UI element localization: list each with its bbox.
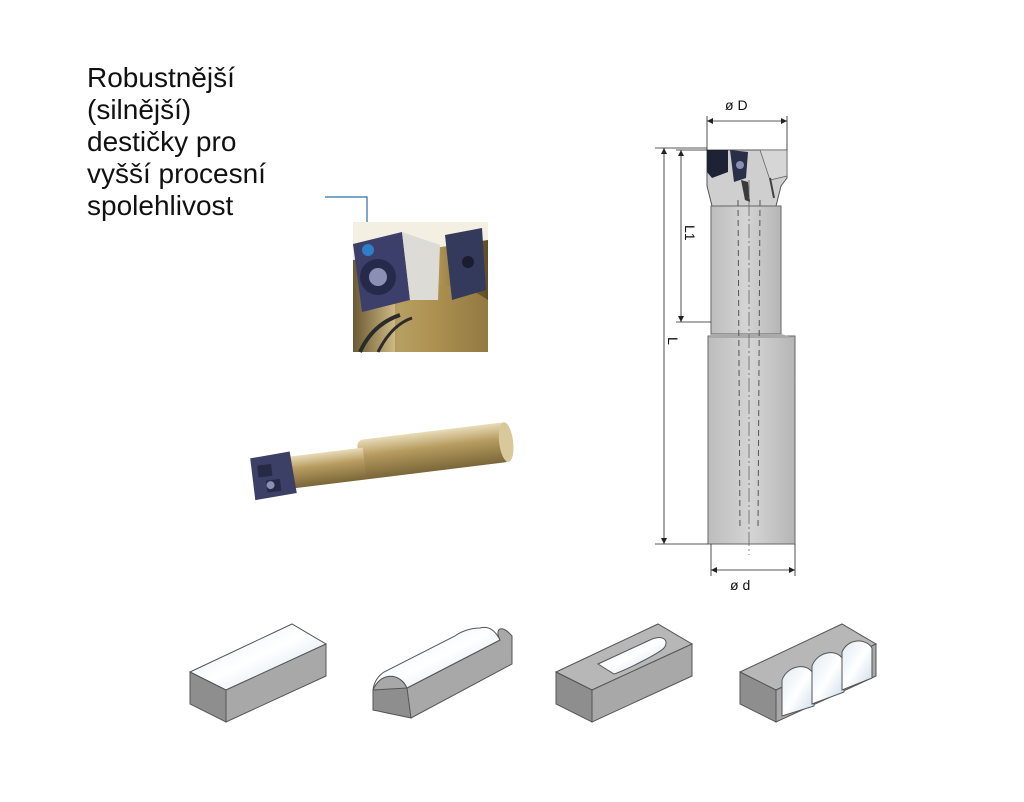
cutter-head-closeup-photo: [353, 222, 488, 353]
callout-line-1: Robustnější: [87, 62, 235, 93]
length-L-label: L: [665, 337, 681, 345]
callout-line-4: vyšší procesní: [87, 158, 266, 189]
technical-drawing: ø D ø d L1 L: [655, 97, 796, 593]
operation-plunge-milling-icon: [738, 623, 878, 723]
callout-line-5: spolehlivost: [87, 190, 234, 221]
callout-line-3: destičky pro: [87, 126, 237, 157]
operation-face-milling-icon: [188, 623, 328, 723]
end-mill-photo: [250, 422, 514, 501]
diameter-d-label: ø d: [730, 577, 750, 593]
operation-pocket-milling-icon: [554, 623, 694, 723]
diameter-D-label: ø D: [725, 97, 748, 113]
length-L1-label: L1: [682, 225, 698, 241]
feature-callout-text: Robustnější (silnější) destičky pro vyšš…: [87, 62, 327, 222]
callout-line-2: (silnější): [87, 94, 192, 125]
operation-profile-milling-icon: [372, 626, 513, 719]
